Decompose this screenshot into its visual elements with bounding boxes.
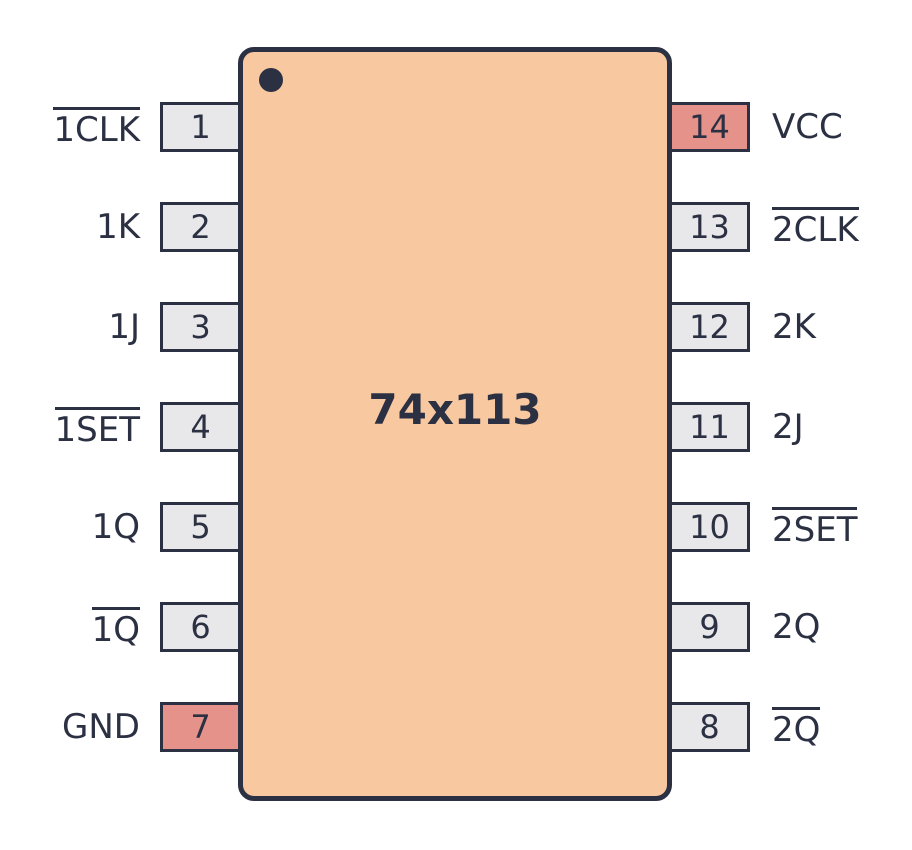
- pin-signal-name: GND: [62, 707, 140, 747]
- pin-7: 7: [160, 702, 238, 752]
- pin-2: 2: [160, 202, 238, 252]
- pin-4-label: 1SET: [54, 402, 140, 452]
- pin-number: 9: [699, 608, 720, 646]
- pin-12-label: 2K: [772, 302, 816, 352]
- pin-5: 5: [160, 502, 238, 552]
- pin-9-label: 2Q: [772, 602, 820, 652]
- pin-2-label: 1K: [96, 202, 140, 252]
- pin-5-label: 1Q: [92, 502, 140, 552]
- pin-number: 3: [190, 308, 211, 346]
- pin-1: 1: [160, 102, 238, 152]
- pin-number: 10: [689, 508, 730, 546]
- pin-3: 3: [160, 302, 238, 352]
- pin-12: 12: [672, 302, 750, 352]
- pin-signal-name: 1K: [96, 207, 140, 247]
- pin-13-label: 2CLK: [772, 202, 859, 252]
- pin-signal-name: VCC: [772, 107, 843, 147]
- pin-number: 6: [190, 608, 211, 646]
- pin-number: 4: [190, 408, 211, 446]
- pin-signal-name: 2Q: [772, 706, 821, 748]
- pin-number: 1: [190, 108, 211, 146]
- pin-signal-name: 2CLK: [772, 206, 859, 248]
- chip-part-number: 74x113: [368, 385, 542, 434]
- pin-signal-name: 2K: [772, 307, 816, 347]
- pin-10-label: 2SET: [772, 502, 858, 552]
- pin-10: 10: [672, 502, 750, 552]
- pin-number: 11: [689, 408, 730, 446]
- pin-number: 7: [190, 708, 211, 746]
- pin-signal-name: 2J: [772, 407, 804, 447]
- pin-number: 5: [190, 508, 211, 546]
- pin-11: 11: [672, 402, 750, 452]
- pin-9: 9: [672, 602, 750, 652]
- pin-11-label: 2J: [772, 402, 804, 452]
- pin-4: 4: [160, 402, 238, 452]
- pin-number: 8: [699, 708, 720, 746]
- pin-1-label: 1CLK: [53, 102, 140, 152]
- pin-signal-name: 2Q: [772, 607, 821, 647]
- pin-signal-name: 1J: [108, 307, 140, 347]
- pin-6: 6: [160, 602, 238, 652]
- pin-number: 12: [689, 308, 730, 346]
- pin-6-label: 1Q: [91, 602, 140, 652]
- pin-signal-name: 1Q: [91, 606, 140, 648]
- pin-signal-name: 1CLK: [53, 106, 140, 148]
- pin-signal-name: 2SET: [772, 506, 858, 548]
- pin-signal-name: 1Q: [91, 507, 140, 547]
- pin-14: 14: [672, 102, 750, 152]
- pin-13: 13: [672, 202, 750, 252]
- chip-body: [238, 47, 672, 801]
- pin-8: 8: [672, 702, 750, 752]
- pin-3-label: 1J: [108, 302, 140, 352]
- pin-signal-name: 1SET: [54, 406, 140, 448]
- pin-14-label: VCC: [772, 102, 843, 152]
- pin-number: 14: [689, 108, 730, 146]
- pin-8-label: 2Q: [772, 702, 821, 752]
- pin-7-label: GND: [62, 702, 140, 752]
- pin-number: 2: [190, 208, 211, 246]
- pin-number: 13: [689, 208, 730, 246]
- pin1-indicator-dot: [259, 68, 283, 92]
